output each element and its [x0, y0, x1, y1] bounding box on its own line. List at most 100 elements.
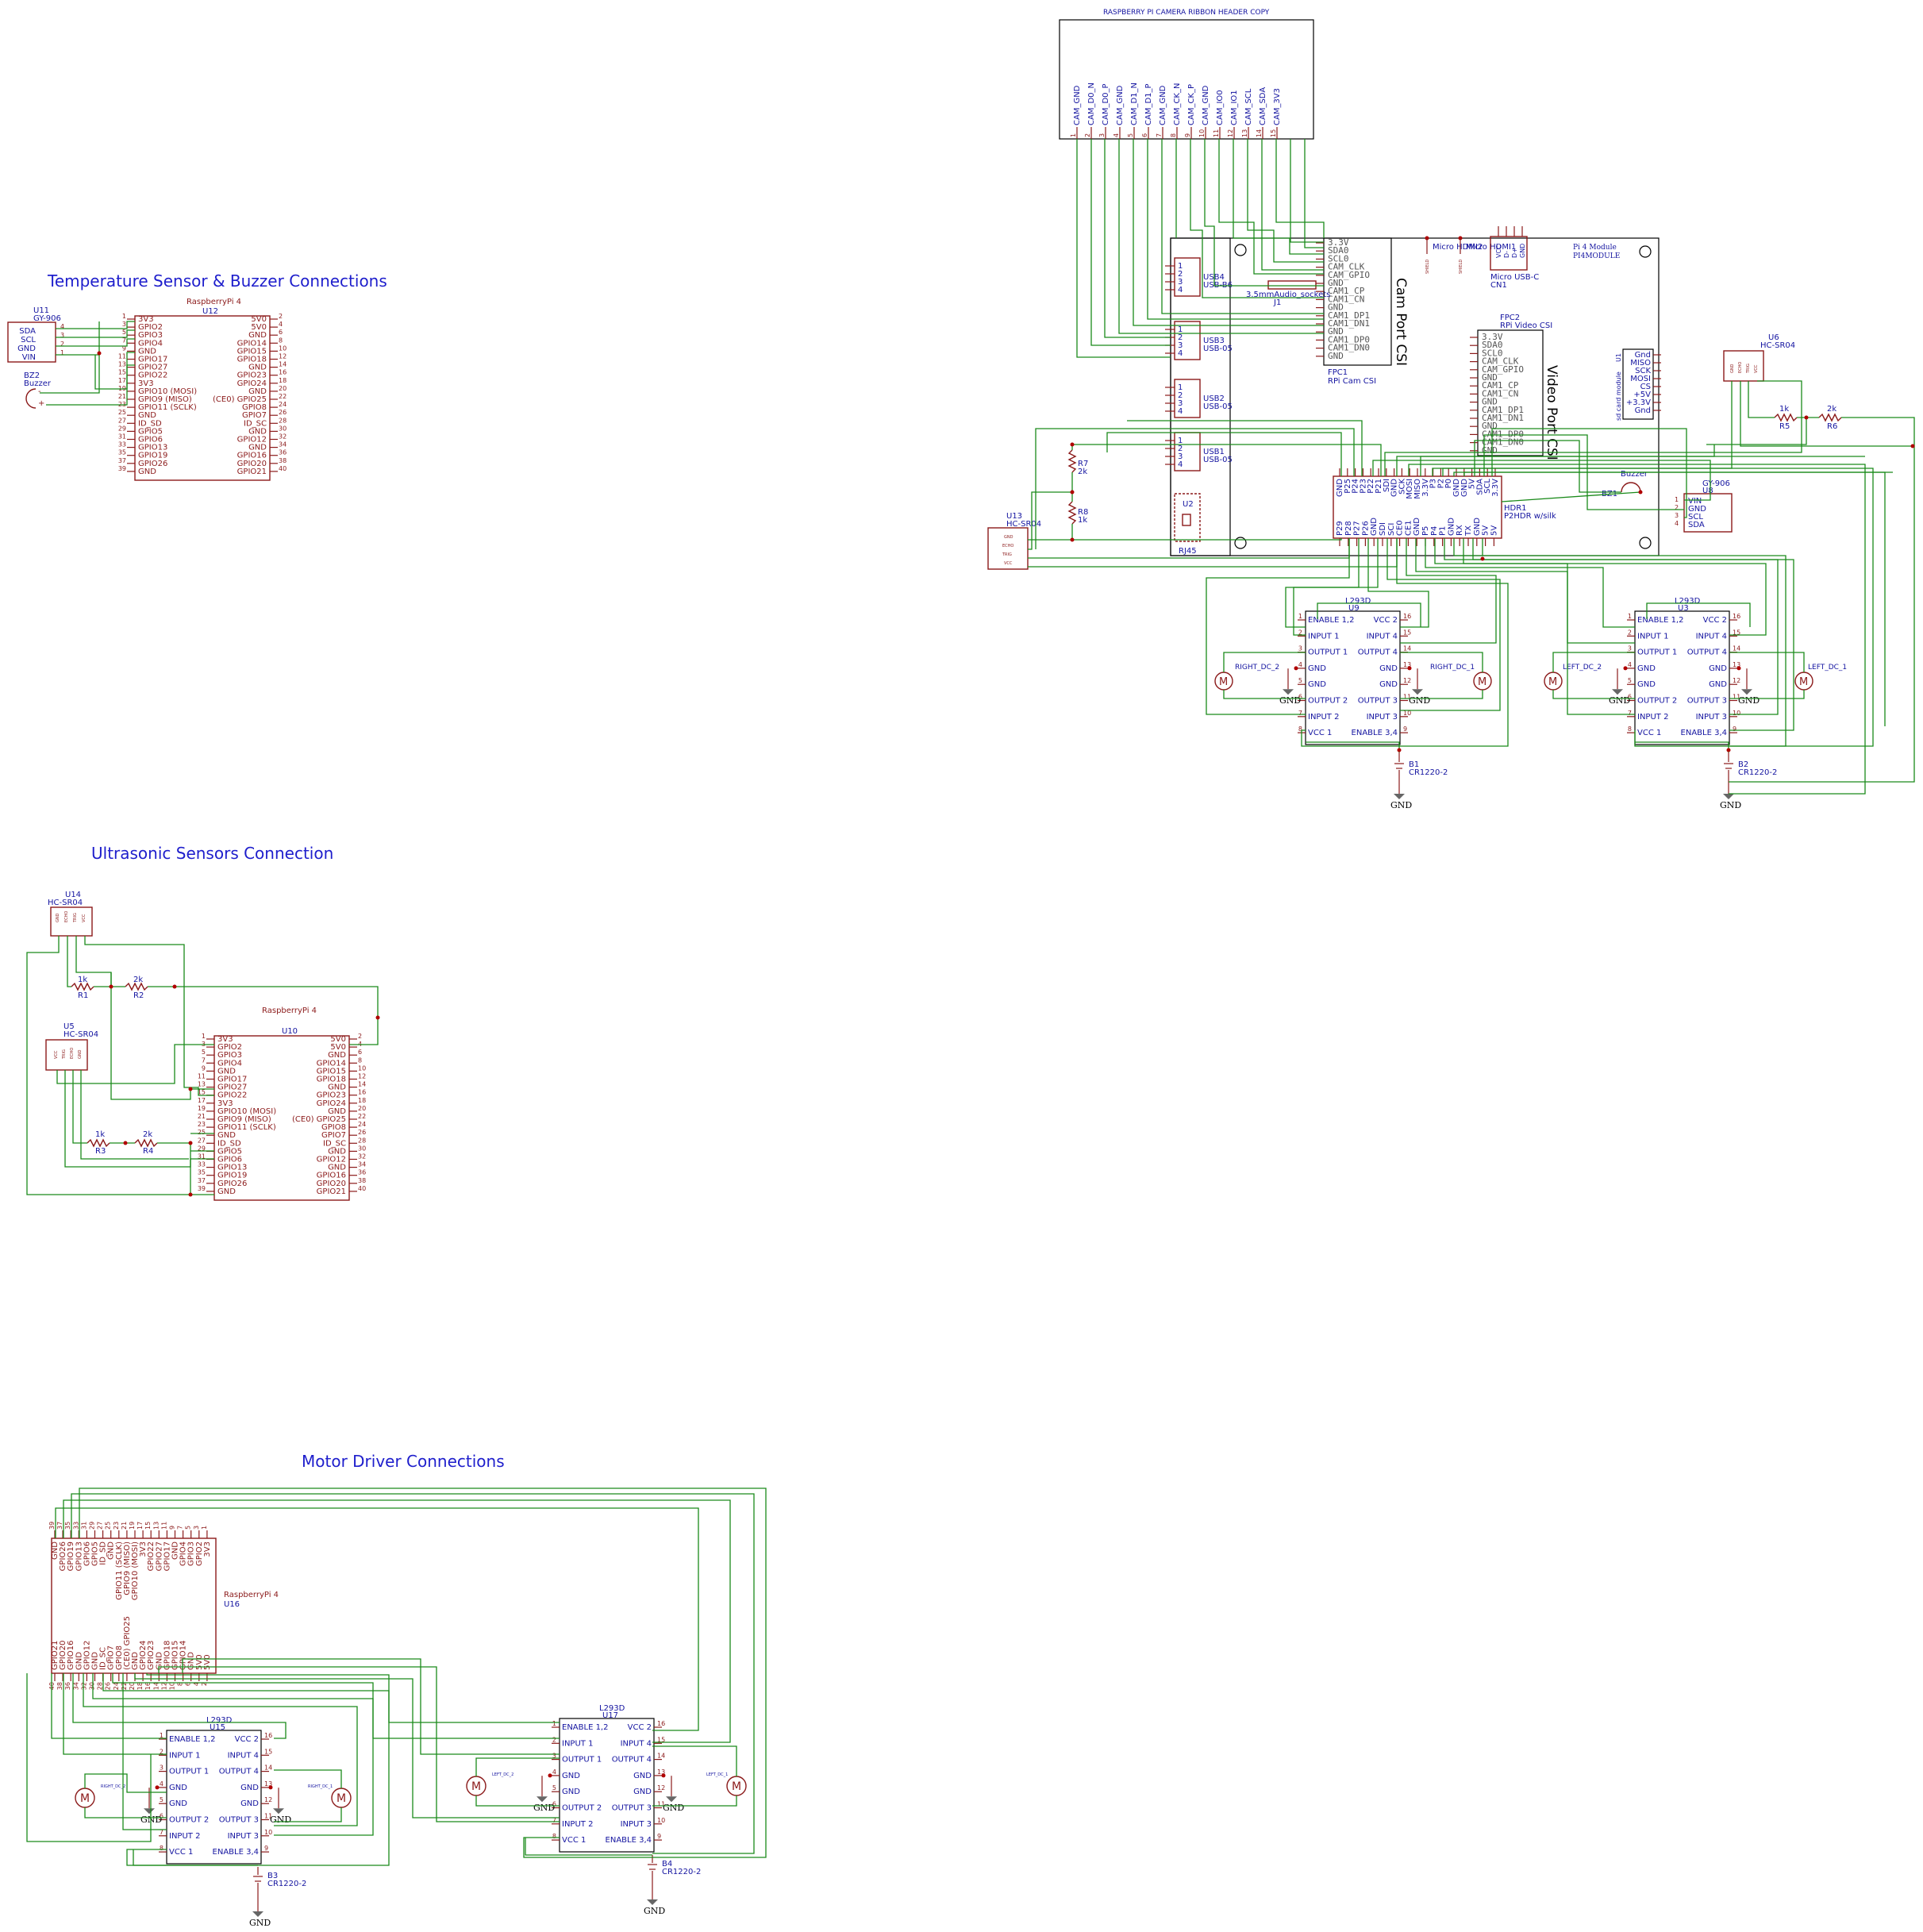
camera-pin: CAM_D1_N: [1130, 83, 1139, 125]
svg-text:2k: 2k: [143, 1130, 152, 1139]
svg-text:U8: U8: [1702, 487, 1713, 495]
svg-text:16: 16: [657, 1720, 665, 1727]
svg-text:GND: GND: [633, 1772, 652, 1780]
svg-text:U3: U3: [1678, 604, 1689, 613]
rpi-pin-left: GPIO27: [138, 364, 167, 372]
svg-text:GPIO2: GPIO2: [195, 1541, 204, 1566]
camera-pin: CAM_GND: [1116, 85, 1125, 125]
rpi-pin-right: (CE0) GPIO25: [213, 395, 267, 404]
svg-text:VCC 2: VCC 2: [628, 1723, 652, 1732]
driver-body: [166, 1730, 262, 1865]
svg-text:5: 5: [1298, 677, 1302, 684]
rpi-pin-left: GPIO5: [138, 427, 163, 436]
svg-text:30: 30: [279, 425, 287, 432]
svg-text:11: 11: [657, 1801, 665, 1808]
svg-text:14: 14: [358, 1081, 366, 1088]
svg-text:GND: GND: [107, 1541, 116, 1560]
svg-text:3: 3: [1178, 399, 1183, 408]
svg-text:6: 6: [1298, 694, 1302, 701]
svg-text:GND: GND: [1709, 680, 1727, 689]
svg-text:SDA0: SDA0: [1482, 340, 1503, 350]
fpc1-ref: FPC1: [1328, 368, 1348, 377]
motor-left-dc-1: M LEFT_DC_1: [1794, 664, 1847, 691]
rpi-pin-left: GPIO9 (MISO): [217, 1115, 271, 1124]
svg-text:OUTPUT 4: OUTPUT 4: [612, 1756, 652, 1765]
svg-text:2: 2: [1178, 270, 1183, 279]
svg-text:12: 12: [264, 1796, 272, 1803]
rpi-pin-right: GND: [328, 1051, 346, 1060]
svg-text:14: 14: [1403, 645, 1411, 652]
svg-text:20: 20: [279, 385, 287, 392]
svg-text:4: 4: [552, 1768, 556, 1776]
temperature-section: U11 GY-906 SDA SCL GND VIN 4 3 2 1 BZ2 B…: [7, 298, 287, 481]
svg-text:GND: GND: [1328, 278, 1344, 288]
svg-text:17: 17: [137, 1522, 144, 1530]
svg-text:GND: GND: [1720, 800, 1741, 810]
svg-text:ECHO: ECHO: [64, 911, 69, 922]
camera-header-body: [1059, 19, 1314, 140]
hdr1-type: P2HDR w/silk: [1504, 512, 1556, 521]
svg-text:16: 16: [1403, 613, 1411, 620]
svg-text:14: 14: [264, 1765, 272, 1772]
rpi-pin-right: GND: [328, 1164, 346, 1172]
rpi-pin-right: GPIO23: [237, 371, 267, 380]
svg-text:3: 3: [1675, 512, 1679, 519]
svg-text:8: 8: [552, 1833, 556, 1840]
svg-text:5: 5: [202, 1049, 206, 1056]
svg-text:CAM_GPIO: CAM_GPIO: [1482, 364, 1524, 375]
svg-text:GPIO10 (MOSI): GPIO10 (MOSI): [131, 1541, 140, 1600]
svg-text:28: 28: [279, 417, 287, 424]
svg-text:1: 1: [1628, 613, 1632, 620]
motor-wires: [26, 1487, 767, 1866]
svg-text:7: 7: [202, 1056, 206, 1064]
rpi-pin-left: GPIO22: [138, 371, 167, 380]
svg-text:12: 12: [358, 1073, 366, 1080]
svg-text:26: 26: [279, 409, 287, 416]
svg-text:GPIO7: GPIO7: [107, 1645, 116, 1670]
svg-text:37: 37: [198, 1177, 206, 1184]
svg-text:INPUT 2: INPUT 2: [169, 1832, 200, 1841]
rpi-pin-left: GPIO3: [217, 1051, 242, 1060]
svg-text:GND: GND: [1004, 535, 1013, 540]
svg-text:OUTPUT 1: OUTPUT 1: [1637, 648, 1677, 657]
audio-socket: 3.5mmAudio_sockets J1: [1246, 280, 1330, 307]
svg-text:2: 2: [1298, 629, 1302, 636]
fpc1-pins: 3.3VSDA0SCL0CAM_CLKCAM_GPIOGNDCAM1_CPCAM…: [1316, 237, 1370, 361]
svg-text:14: 14: [152, 1682, 160, 1690]
camera-pin: CAM_CK_P: [1187, 84, 1196, 125]
u5-ref: U5: [63, 1022, 75, 1031]
svg-text:GND: GND: [240, 1784, 259, 1792]
sd-label: sd card module: [1615, 371, 1622, 421]
svg-text:8: 8: [358, 1056, 362, 1064]
svg-text:SCL0: SCL0: [1482, 348, 1503, 358]
rpi-pin-left: GPIO6: [138, 436, 163, 445]
svg-text:USB-05: USB-05: [1203, 344, 1233, 353]
rpi-pin-right: GND: [248, 387, 267, 396]
svg-text:CR1220-2: CR1220-2: [662, 1868, 701, 1876]
svg-text:GND: GND: [78, 1049, 83, 1059]
u10-title: RaspberryPi 4: [262, 1006, 317, 1015]
svg-text:14: 14: [1733, 645, 1740, 652]
svg-text:P29: P29: [1336, 521, 1344, 536]
svg-text:9: 9: [169, 1526, 176, 1530]
rpi-pin-left: 3V3: [217, 1035, 233, 1044]
svg-text:4: 4: [279, 321, 283, 328]
svg-text:INPUT 3: INPUT 3: [1696, 713, 1727, 722]
svg-text:1: 1: [1178, 325, 1183, 334]
svg-text:3V3: 3V3: [203, 1541, 212, 1557]
svg-text:6: 6: [279, 329, 283, 336]
svg-text:13: 13: [1403, 661, 1411, 668]
svg-text:37: 37: [56, 1522, 63, 1530]
svg-text:P3: P3: [1429, 479, 1438, 488]
svg-text:23: 23: [113, 1522, 120, 1530]
svg-text:GND: GND: [1308, 680, 1326, 689]
rpi-pin-right: GPIO18: [237, 356, 267, 364]
svg-text:GPIO11 (SCLK): GPIO11 (SCLK): [115, 1541, 124, 1600]
svg-text:OUTPUT 1: OUTPUT 1: [562, 1756, 602, 1765]
rpi-pin-right: GPIO14: [317, 1059, 346, 1068]
camera-pin: CAM_3V3: [1273, 88, 1282, 125]
svg-text:1k: 1k: [1779, 405, 1789, 414]
svg-text:P22: P22: [1367, 479, 1375, 494]
svg-text:33: 33: [118, 441, 126, 448]
svg-text:ENABLE 3,4: ENABLE 3,4: [1681, 729, 1727, 737]
